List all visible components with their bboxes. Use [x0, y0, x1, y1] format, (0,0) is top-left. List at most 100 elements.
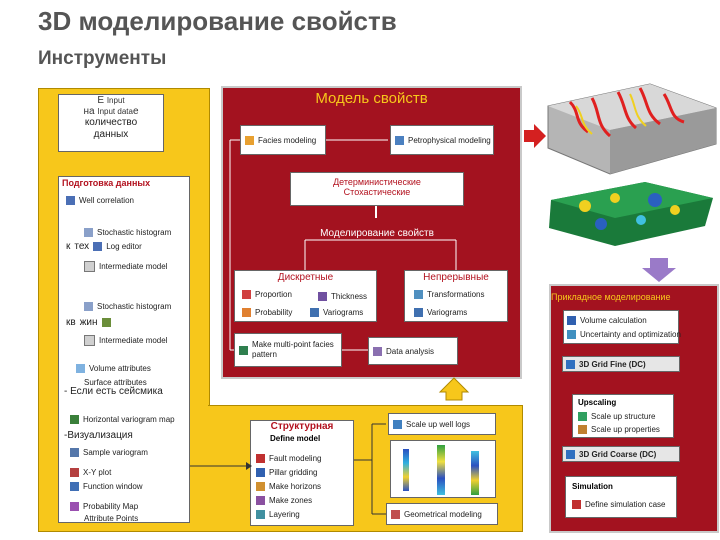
- uncertainty-icon: [567, 329, 576, 339]
- volume-attributes-icon: [76, 363, 85, 373]
- zones-icon: [256, 495, 265, 505]
- intermediate-model-item-2[interactable]: Intermediate model: [84, 334, 167, 346]
- input-line4: данных: [93, 129, 129, 140]
- geometrical-icon: [391, 509, 400, 519]
- arrow-right-icon: [524, 124, 546, 148]
- layering-icon: [256, 509, 265, 519]
- arrow-down-icon: [642, 258, 676, 282]
- petrophysical-modeling-box[interactable]: Petrophysical modeling: [390, 125, 494, 155]
- attribute-points-item[interactable]: Attribute Points: [84, 513, 139, 523]
- log-editor-item[interactable]: к тех Log editor: [66, 240, 142, 252]
- scale-up-structure-icon: [578, 411, 587, 421]
- sample-variogram-icon: [70, 447, 79, 457]
- probability-icon: [242, 307, 251, 317]
- multipoint-facies-box[interactable]: Make multi-point facies pattern: [234, 333, 342, 367]
- geometrical-modeling-box[interactable]: Geometrical modeling: [386, 503, 498, 525]
- probability-item[interactable]: Probability: [242, 306, 292, 318]
- define-model-label: Define model: [270, 434, 321, 443]
- variogram-map-icon: [70, 414, 79, 424]
- petrophysical-icon: [395, 135, 404, 145]
- input-line2c: е: [132, 106, 139, 117]
- kv-icon: [101, 317, 111, 327]
- volume-attributes-item[interactable]: Volume attributes: [76, 362, 151, 374]
- property-cube-image: [547, 83, 717, 175]
- surface-attributes-item[interactable]: Surface attributes: [84, 377, 147, 387]
- proportion-item[interactable]: Proportion: [242, 288, 292, 300]
- well-logs-box: [390, 440, 496, 498]
- log-editor-icon: [93, 241, 103, 251]
- facies-modeling-box[interactable]: Facies modeling: [240, 125, 326, 155]
- stochastic-label: Стохастические: [343, 187, 411, 197]
- structural-header: Структурная: [270, 421, 334, 432]
- input-data-label: Input data: [97, 107, 133, 116]
- function-window-item[interactable]: Function window: [70, 480, 143, 492]
- data-analysis-box[interactable]: Data analysis: [368, 337, 458, 365]
- well-log-strip-1: [403, 449, 409, 491]
- scale-up-well-logs-box[interactable]: Scale up well logs: [388, 413, 496, 435]
- make-zones-item[interactable]: Make zones: [256, 494, 312, 506]
- proportion-icon: [242, 289, 251, 299]
- multipoint-icon: [239, 345, 248, 355]
- pillar-gridding-item[interactable]: Pillar gridding: [256, 466, 317, 478]
- data-prep-box: [58, 176, 190, 523]
- variograms-item-discrete[interactable]: Variograms: [310, 306, 363, 318]
- volume-calc-box: [563, 310, 679, 344]
- pillar-icon: [256, 467, 265, 477]
- applied-header: Прикладное моделирование: [551, 292, 671, 302]
- variograms-icon: [310, 307, 319, 317]
- function-icon: [70, 481, 79, 491]
- xy-plot-icon: [70, 467, 79, 477]
- grid-coarse-box[interactable]: 3D Grid Coarse (DC): [562, 446, 680, 462]
- variograms-icon-2: [414, 307, 423, 317]
- intermediate-model-item-1[interactable]: Intermediate model: [84, 260, 167, 272]
- grid-coarse-icon: [566, 449, 575, 459]
- upscaling-box: [572, 394, 674, 438]
- kv-item[interactable]: кв жин: [66, 316, 111, 328]
- scale-up-properties-icon: [578, 424, 587, 434]
- grid-fine-box[interactable]: 3D Grid Fine (DC): [562, 356, 680, 372]
- input-line2: на: [83, 106, 95, 117]
- thickness-icon: [318, 291, 327, 301]
- histogram-item-1[interactable]: Stochastic histogram: [84, 226, 171, 238]
- horizontal-variogram-item[interactable]: Horizontal variogram map: [70, 413, 175, 425]
- discrete-header: Дискретные: [277, 272, 334, 283]
- xy-plot-item[interactable]: X-Y plot: [70, 466, 111, 478]
- input-box: Е Input на Input dataе количество данных: [58, 94, 164, 152]
- well-correlation-item[interactable]: Well correlation: [66, 194, 134, 206]
- probability-map-item[interactable]: Probability Map: [70, 500, 138, 512]
- histogram-item-2[interactable]: Stochastic histogram: [84, 300, 171, 312]
- fault-icon: [256, 453, 265, 463]
- scale-up-structure-item[interactable]: Scale up structure: [578, 410, 655, 422]
- scale-up-icon: [393, 419, 402, 429]
- histogram-icon: [84, 227, 93, 237]
- model-icon: [84, 260, 95, 272]
- volume-calculation-item[interactable]: Volume calculation: [567, 314, 647, 326]
- model-icon-2: [84, 334, 95, 346]
- scale-up-properties-item[interactable]: Scale up properties: [578, 423, 660, 435]
- well-log-strip-3: [471, 451, 479, 495]
- transformations-icon: [414, 289, 423, 299]
- seismic-volume-image: [549, 182, 713, 246]
- deterministic-label: Детерминистические: [333, 177, 421, 187]
- data-analysis-icon: [373, 346, 382, 356]
- fault-modeling-item[interactable]: Fault modeling: [256, 452, 321, 464]
- simulation-label: Simulation: [572, 482, 613, 491]
- seismic-note: - Если есть сейсмика: [64, 386, 163, 397]
- page-title: 3D моделирование свойств: [38, 6, 397, 36]
- probability-map-icon: [70, 501, 79, 511]
- layering-item[interactable]: Layering: [256, 508, 300, 520]
- visualization-label: -Визуализация: [64, 430, 133, 441]
- make-horizons-item[interactable]: Make horizons: [256, 480, 321, 492]
- horizons-icon: [256, 481, 265, 491]
- simulation-box: [565, 476, 677, 518]
- thickness-item[interactable]: Thickness: [318, 290, 367, 302]
- input-label: Input: [106, 96, 125, 105]
- sample-variogram-item[interactable]: Sample variogram: [70, 446, 148, 458]
- variograms-item-continuous[interactable]: Variograms: [414, 306, 467, 318]
- define-simulation-case-item[interactable]: Define simulation case: [572, 498, 665, 510]
- facies-icon: [245, 135, 254, 145]
- uncertainty-item[interactable]: Uncertainty and optimization: [567, 328, 681, 340]
- transformations-item[interactable]: Transformations: [414, 288, 485, 300]
- simulation-case-icon: [572, 499, 581, 509]
